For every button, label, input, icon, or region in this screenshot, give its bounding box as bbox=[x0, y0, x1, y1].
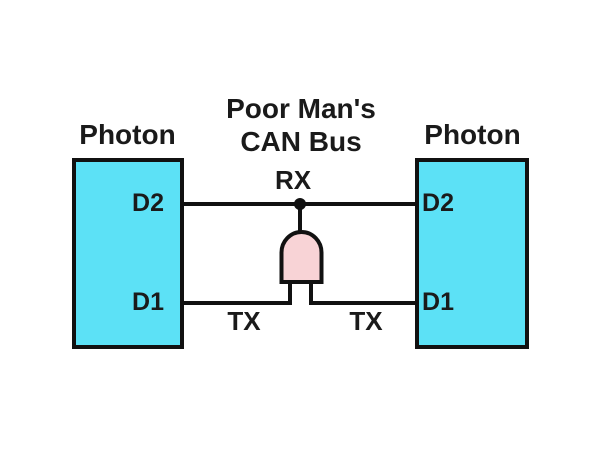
pin-label-d2-right: D2 bbox=[422, 189, 454, 217]
photon-device-box-right bbox=[415, 158, 529, 349]
photon-device-box-left bbox=[72, 158, 184, 349]
pin-label-d2-left: D2 bbox=[132, 189, 164, 217]
and-gate-shape bbox=[279, 230, 324, 284]
rx-signal-label: RX bbox=[274, 165, 312, 195]
wire-tx-left bbox=[184, 281, 292, 305]
wire-tx-right bbox=[309, 281, 415, 305]
tx-signal-label-left: TX bbox=[227, 306, 261, 336]
diagram-title-line1: Poor Man's bbox=[226, 93, 376, 124]
rx-junction-dot bbox=[294, 198, 306, 210]
diagram-title-line2: CAN Bus bbox=[240, 126, 362, 157]
device-label-left: Photon bbox=[79, 119, 176, 150]
pin-label-d1-right: D1 bbox=[422, 288, 454, 316]
device-label-right: Photon bbox=[424, 119, 521, 150]
diagram-title: Poor Man's CAN Bus bbox=[192, 92, 410, 158]
tx-signal-label-right: TX bbox=[349, 306, 383, 336]
pin-label-d1-left: D1 bbox=[132, 288, 164, 316]
